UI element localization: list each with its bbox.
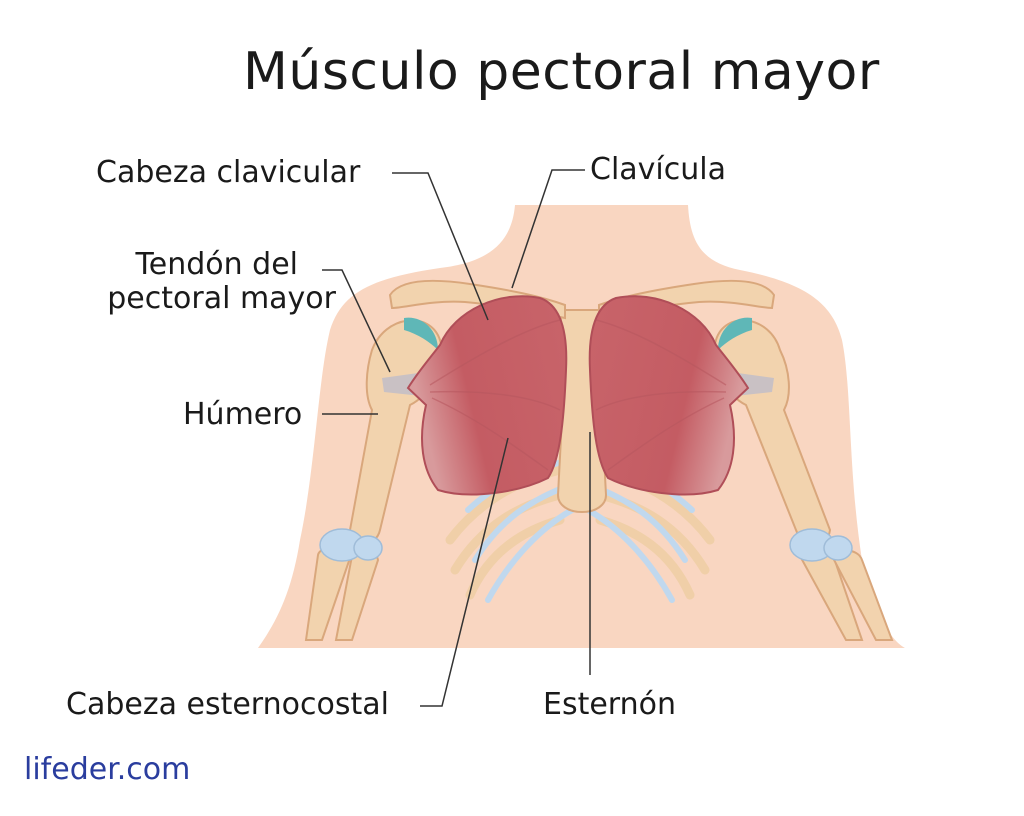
leader-clavicula [511, 169, 585, 289]
leader-cabeza-clavicular [392, 172, 489, 321]
shoulder-joints [404, 317, 752, 350]
elbow-cartilage [319, 528, 853, 562]
label-tendon-line1: Tendón del [135, 247, 298, 282]
label-esternon: Esternón [543, 687, 676, 722]
label-tendon-line2: pectoral mayor [107, 281, 336, 316]
leader-esternocostal [420, 437, 509, 707]
label-cabeza-esternocostal: Cabeza esternocostal [66, 687, 389, 722]
leader-tendon [322, 269, 391, 373]
right-pectoral-muscle [588, 295, 750, 496]
muscle-fibers [429, 319, 727, 471]
page-title: Músculo pectoral mayor [243, 42, 880, 102]
brand-logo-text[interactable]: lifeder.com [24, 752, 191, 787]
left-pectoral-muscle [406, 295, 568, 496]
label-clavicula: Clavícula [590, 152, 726, 187]
label-humero: Húmero [183, 397, 303, 432]
leader-lines [322, 169, 591, 707]
label-cabeza-clavicular: Cabeza clavicular [96, 155, 361, 190]
